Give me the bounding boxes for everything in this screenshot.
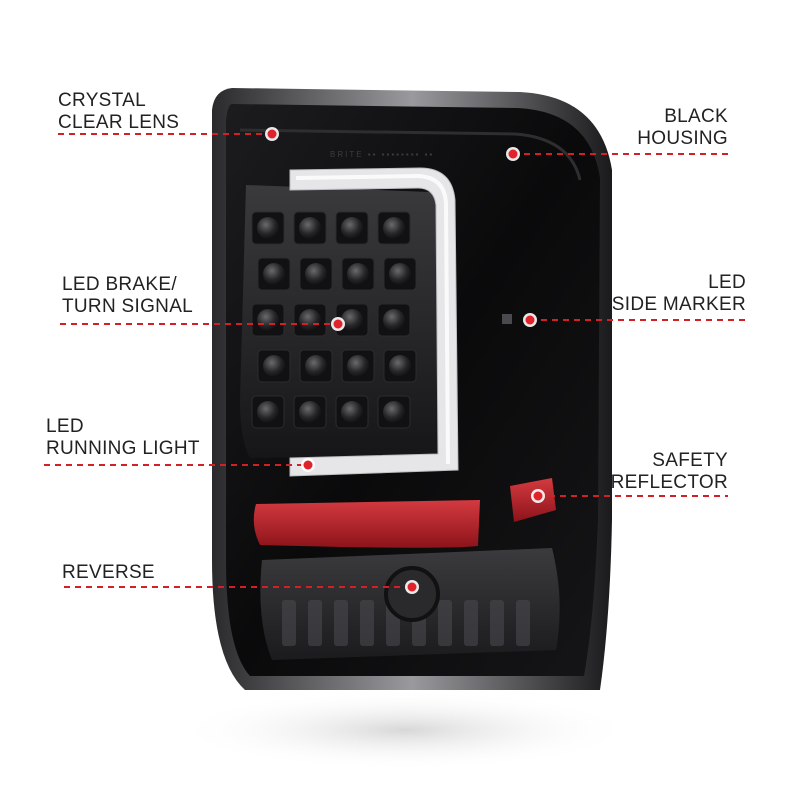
reverse-rib	[308, 600, 322, 646]
top-bevel	[239, 128, 582, 181]
led-bulb	[389, 355, 411, 377]
safety-reflector-strip	[253, 500, 480, 548]
label-line: REVERSE	[62, 562, 155, 583]
reverse-rib	[360, 600, 374, 646]
label-line: CRYSTAL	[58, 90, 146, 111]
reverse-rib	[516, 600, 530, 646]
led-bulb	[257, 401, 279, 423]
led-bulb	[305, 355, 327, 377]
led-bulb	[299, 217, 321, 239]
reverse-rib	[464, 600, 478, 646]
callout-dot	[333, 319, 343, 329]
label-line: BLACK	[664, 106, 728, 127]
label-line: LED BRAKE/	[62, 274, 177, 295]
label-line: TURN SIGNAL	[62, 296, 194, 317]
floor-shadow	[175, 690, 635, 770]
led-bulb	[305, 263, 327, 285]
label-line: REFLECTOR	[610, 472, 728, 493]
label-black-housing: BLACK HOUSING	[637, 106, 728, 150]
label-line: RUNNING LIGHT	[46, 438, 200, 459]
label-line: SAFETY	[652, 450, 728, 471]
callout-dot	[303, 460, 313, 470]
reverse-rib	[282, 600, 296, 646]
led-grid	[251, 211, 417, 429]
reverse-rib	[438, 600, 452, 646]
callout-dot	[508, 149, 518, 159]
led-bulb	[389, 263, 411, 285]
label-safety-reflector: SAFETY REFLECTOR	[611, 450, 728, 494]
callout-dot	[525, 315, 535, 325]
label-line: LED	[708, 272, 746, 293]
side-marker-nub	[502, 314, 512, 324]
led-bulb	[341, 401, 363, 423]
led-bulb	[341, 217, 363, 239]
label-led-brake-turn: LED BRAKE/ TURN SIGNAL	[62, 274, 193, 318]
label-line: LED	[46, 416, 84, 437]
led-bulb	[263, 355, 285, 377]
label-line: CLEAR LENS	[58, 112, 180, 133]
light-bar-glow	[295, 173, 450, 465]
label-led-side-marker: LED SIDE MARKER	[612, 272, 746, 316]
led-bulb	[299, 309, 321, 331]
label-line: HOUSING	[637, 128, 728, 149]
reverse-ribs	[282, 600, 530, 646]
label-line: SIDE MARKER	[611, 294, 746, 315]
label-crystal-clear-lens: CRYSTAL CLEAR LENS	[58, 90, 179, 134]
molded-marking: BRITE ▪▪ ▪▪▪▪▪▪▪▪ ▪▪	[330, 150, 434, 159]
light-bar	[289, 167, 459, 477]
callout-lines	[44, 127, 746, 594]
callout-dot	[407, 582, 417, 592]
callout-dot	[533, 491, 543, 501]
callout-dot	[267, 129, 277, 139]
reverse-rib	[490, 600, 504, 646]
led-bulb	[257, 217, 279, 239]
label-led-running-light: LED RUNNING LIGHT	[46, 416, 200, 460]
led-bulb	[383, 401, 405, 423]
led-bulb	[341, 309, 363, 331]
label-reverse: REVERSE	[62, 562, 155, 584]
led-bulb	[263, 263, 285, 285]
led-bulb	[257, 309, 279, 331]
reverse-rib	[334, 600, 348, 646]
led-bulb	[299, 401, 321, 423]
led-bulb	[347, 263, 369, 285]
led-bulb	[383, 309, 405, 331]
led-bulb	[383, 217, 405, 239]
led-bulb	[347, 355, 369, 377]
